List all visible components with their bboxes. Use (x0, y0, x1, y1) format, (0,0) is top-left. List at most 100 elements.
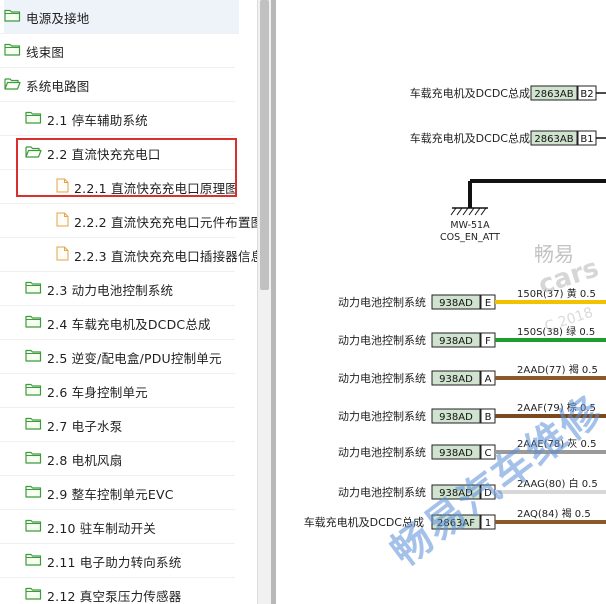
tree-row-divider (0, 509, 235, 510)
connector-id: 938AD (439, 336, 473, 347)
tree-row-divider (0, 543, 235, 544)
connector-id: 938AD (439, 298, 473, 309)
wire-spec: 150R(37) 黄 0.5 (517, 287, 596, 300)
ground-hatch (462, 207, 469, 216)
folder-icon (25, 349, 42, 365)
document-icon (56, 246, 69, 264)
tree-node[interactable]: 2.11 电子助力转向系统 (25, 544, 181, 578)
connector-label: 动力电池控制系统 (338, 333, 426, 347)
tree-node[interactable]: 2.9 整车控制单元EVC (25, 476, 174, 510)
tree-row-divider (0, 475, 235, 476)
document-icon (56, 212, 69, 230)
tree-node[interactable]: 2.5 逆变/配电盒/PDU控制单元 (25, 340, 222, 374)
connector-box (431, 370, 481, 386)
pin-id: B2 (580, 89, 593, 100)
tree-node-label: 2.2.1 直流快充充电口原理图 (74, 180, 238, 196)
tree-node[interactable]: 2.8 电机风扇 (25, 442, 122, 476)
tree-row-divider (0, 169, 235, 170)
pin-id: B1 (580, 134, 593, 145)
tree-node-label: 2.8 电机风扇 (47, 452, 123, 468)
connector-label: 动力电池控制系统 (338, 445, 426, 459)
connector-id: 938AD (439, 448, 473, 459)
connector-box (431, 332, 481, 348)
tree-row-divider (0, 101, 235, 102)
wire-spec: 2AAE(78) 灰 0.5 (517, 437, 596, 450)
tree-node[interactable]: 2.1 停车辅助系统 (25, 102, 148, 136)
tree-row-divider (0, 577, 235, 578)
tree-node[interactable]: 线束图 (4, 34, 64, 68)
tree-scrollbar[interactable] (257, 0, 271, 604)
folder-icon (25, 451, 42, 467)
tree-node[interactable]: 2.10 驻车制动开关 (25, 510, 156, 544)
folder-icon (25, 315, 42, 331)
pin-id: A (485, 374, 492, 385)
ground-hatch (456, 207, 463, 216)
tree-node-label: 线束图 (26, 44, 65, 60)
tree-node-label: 2.4 车载充电机及DCDC总成 (47, 316, 211, 332)
tree-node-label: 2.9 整车控制单元EVC (47, 486, 174, 502)
tree-row-divider (0, 203, 235, 204)
connector-id: 2863AF (437, 518, 475, 529)
tree-node-label: 2.7 电子水泵 (47, 418, 123, 434)
tree-node-label: 2.6 车身控制单元 (47, 384, 148, 400)
folder-icon (4, 43, 21, 59)
tree-node[interactable]: 2.2.3 直流快充充电口插接器信息 (56, 238, 257, 272)
connector-box (530, 130, 578, 146)
tree-node-label: 2.12 真空泵压力传感器 (47, 588, 182, 604)
ground-hatch (468, 207, 475, 216)
connector-id: 938AD (439, 488, 473, 499)
wire-spec: 2AAG(80) 白 0.5 (517, 477, 598, 490)
tree-node[interactable]: 2.2.2 直流快充充电口元件布置图 (56, 204, 257, 238)
connector-label: 车载充电机及DCDC总成 (410, 131, 530, 145)
tree-node[interactable]: 2.7 电子水泵 (25, 408, 122, 442)
connector-id: 2863AB (534, 89, 573, 100)
folder-icon (4, 9, 21, 25)
folder-open-icon (4, 77, 21, 93)
connector-id: 938AD (439, 412, 473, 423)
tree-node[interactable]: 2.12 真空泵压力传感器 (25, 578, 181, 604)
panel-splitter[interactable] (271, 0, 276, 604)
connector-label: 车载充电机及DCDC总成 (304, 515, 424, 529)
tree-node[interactable]: 2.6 车身控制单元 (25, 374, 148, 408)
tree-node[interactable]: 2.3 动力电池控制系统 (25, 272, 173, 306)
ground-hatch (474, 207, 481, 216)
tree-node[interactable]: 电源及接地 (4, 0, 239, 34)
folder-icon (25, 417, 42, 433)
tree-row-divider (0, 67, 235, 68)
tree-row-divider (0, 305, 235, 306)
pin-id: B (485, 412, 492, 423)
connector-id: 2863AB (534, 134, 573, 145)
pin-id: F (485, 336, 491, 347)
folder-icon (25, 485, 42, 501)
wire-spec: 150S(38) 绿 0.5 (517, 325, 595, 338)
tree-node-label: 2.1 停车辅助系统 (47, 112, 148, 128)
wire-spec: 2AAD(77) 褐 0.5 (517, 363, 598, 376)
pin-id: C (485, 448, 492, 459)
connector-box (431, 408, 481, 424)
ground-code: MW-51A (450, 220, 490, 231)
wire-spec: 2AQ(84) 褐 0.5 (517, 507, 591, 520)
connector-box (431, 294, 481, 310)
tree-row-divider (0, 33, 235, 34)
tree-scrollbar-thumb[interactable] (260, 0, 269, 290)
tree-node[interactable]: 2.2 直流快充充电口 (25, 136, 161, 170)
tree-row-divider (0, 407, 235, 408)
pin-id: 1 (485, 518, 491, 529)
folder-icon (25, 111, 42, 127)
tree-node[interactable]: 2.2.1 直流快充充电口原理图 (56, 170, 238, 204)
tree-row-divider (0, 441, 235, 442)
tree-node[interactable]: 2.4 车载充电机及DCDC总成 (25, 306, 211, 340)
ground-name: COS_EN_ATT (440, 232, 500, 243)
ground-hatch (450, 207, 457, 216)
folder-icon (25, 519, 42, 535)
connector-box (431, 484, 481, 500)
connector-box (431, 444, 481, 460)
connector-label: 动力电池控制系统 (338, 409, 426, 423)
tree-node-label: 系统电路图 (26, 78, 90, 94)
folder-icon (25, 281, 42, 297)
tree-node-label: 2.3 动力电池控制系统 (47, 282, 174, 298)
tree-node[interactable]: 系统电路图 (4, 68, 90, 102)
tree-row-divider (0, 271, 235, 272)
